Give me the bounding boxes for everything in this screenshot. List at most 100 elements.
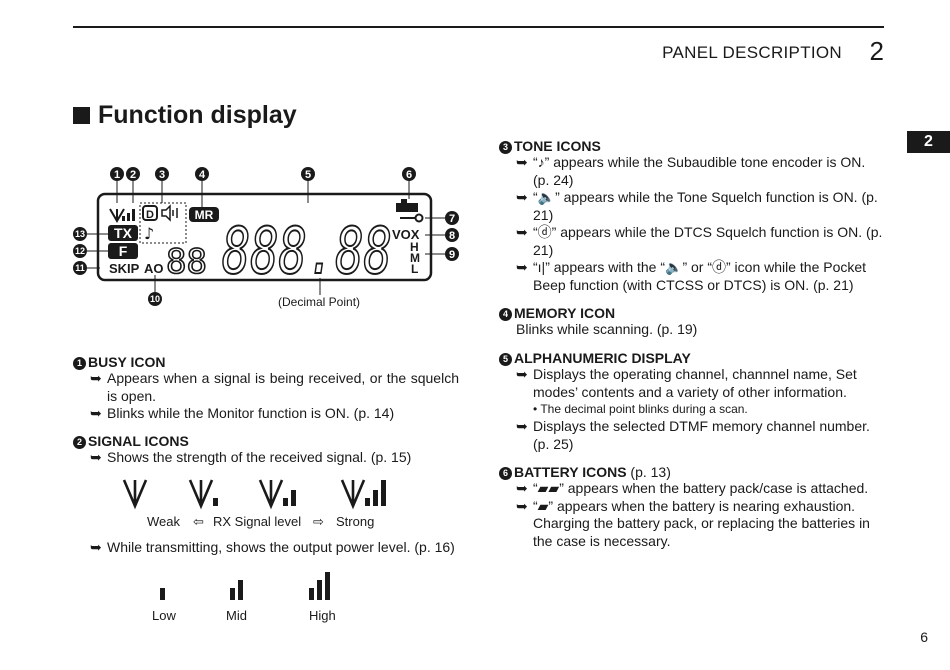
callout-6: 6 bbox=[402, 167, 416, 181]
small-digits: 88 bbox=[166, 242, 207, 282]
section-title: Function display bbox=[73, 101, 297, 130]
section-title-text: Function display bbox=[98, 101, 297, 129]
function-icon bbox=[108, 243, 138, 259]
svg-text:11: 11 bbox=[75, 263, 85, 273]
signal-bullet-1: ➥Shows the strength of the received sign… bbox=[90, 449, 412, 465]
svg-text:12: 12 bbox=[75, 246, 85, 256]
svg-text:8: 8 bbox=[449, 230, 455, 242]
battery-icon bbox=[396, 203, 418, 212]
antenna-icon-weak bbox=[122, 479, 148, 510]
svg-text:1: 1 bbox=[114, 169, 120, 181]
antenna-icon-mid bbox=[258, 479, 284, 510]
rx-signal-icons bbox=[122, 479, 386, 510]
decimal-point-label: (Decimal Point) bbox=[278, 295, 360, 309]
svg-text:13: 13 bbox=[75, 229, 85, 239]
skip-label: SKIP bbox=[109, 261, 140, 276]
battery-bullet-2: ➥“▰” appears when the battery is nearing… bbox=[516, 497, 870, 549]
chapter-tab: 2 bbox=[907, 131, 950, 153]
power-low-label: L bbox=[411, 262, 418, 276]
power-mid-bars bbox=[238, 580, 243, 600]
rx-right-arrow: ⇨ bbox=[313, 514, 324, 529]
ao-label: AO bbox=[144, 261, 164, 276]
power-low-bar bbox=[160, 588, 165, 600]
tone-icons-area bbox=[139, 202, 187, 244]
svg-text:9: 9 bbox=[449, 249, 455, 261]
large-digits: 888.88 bbox=[222, 215, 392, 289]
memory-icon bbox=[189, 207, 219, 222]
page-number: 6 bbox=[920, 629, 928, 645]
power-mid-label: M bbox=[410, 251, 420, 265]
signal-bar-1 bbox=[122, 216, 125, 221]
callout-8: 8 bbox=[445, 228, 459, 242]
svg-text:10: 10 bbox=[150, 294, 160, 304]
function-display-diagram: 1 2 3 4 5 6 7 8 9 10 11 12 13 TX F bbox=[73, 167, 459, 309]
svg-text:F: F bbox=[119, 243, 128, 259]
svg-text:TX: TX bbox=[114, 225, 133, 241]
vox-label: VOX bbox=[392, 227, 420, 242]
svg-text:5: 5 bbox=[305, 169, 311, 181]
tx-power-icons bbox=[160, 572, 330, 600]
tx-power-bullet: ➥While transmitting, shows the output po… bbox=[90, 539, 455, 555]
power-high-label: H bbox=[410, 240, 419, 254]
callout-10: 10 bbox=[148, 292, 162, 306]
callout-13: 13 bbox=[73, 227, 87, 241]
busy-bullet-1: ➥Appears when a signal is being received… bbox=[90, 370, 459, 404]
svg-text:MR: MR bbox=[195, 208, 214, 222]
antenna-icon-strong bbox=[340, 479, 366, 510]
callout-4: 4 bbox=[195, 167, 209, 181]
power-mid-label-text: Mid bbox=[226, 608, 247, 623]
rx-strong-label: Strong bbox=[336, 514, 375, 529]
alnum-bullet-1: ➥Displays the operating channel, channne… bbox=[516, 366, 857, 400]
tx-icon bbox=[108, 225, 138, 241]
power-high-label-text: High bbox=[309, 608, 336, 623]
svg-text:6: 6 bbox=[406, 169, 412, 181]
callout-1: 1 bbox=[110, 167, 124, 181]
power-low-label-text: Low bbox=[152, 608, 176, 623]
header-rule bbox=[73, 26, 884, 28]
power-high-bars bbox=[325, 572, 330, 600]
key-lock-icon bbox=[414, 213, 424, 223]
signal-bar-2 bbox=[127, 213, 130, 221]
alnum-bullet-2: ➥Displays the selected DTMF memory chann… bbox=[516, 418, 870, 452]
tone-bullet-2: ➥“🔈” appears while the Tone Squelch func… bbox=[516, 189, 878, 223]
svg-text:7: 7 bbox=[449, 213, 455, 225]
callout-5: 5 bbox=[301, 167, 315, 181]
svg-text:4: 4 bbox=[199, 169, 206, 181]
antenna-icon-low bbox=[188, 479, 214, 510]
callout-3: 3 bbox=[155, 167, 169, 181]
memory-text: Blinks while scanning. (p. 19) bbox=[516, 321, 698, 337]
callout-7: 7 bbox=[445, 211, 459, 225]
square-bullet-icon bbox=[73, 107, 90, 124]
header-title: PANEL DESCRIPTION bbox=[662, 43, 842, 62]
tone-bullet-4: ➥“ı|” appears with the “🔈” or “ⓓ” icon w… bbox=[516, 259, 867, 293]
svg-text:2: 2 bbox=[130, 169, 136, 181]
battery-bullet-1: ➥“▰▰” appears when the battery pack/case… bbox=[516, 480, 869, 496]
header-chapter-number: 2 bbox=[869, 36, 884, 66]
speaker-icon bbox=[161, 204, 171, 222]
tone-bullet-1: ➥“♪” appears while the Subaudible tone e… bbox=[516, 154, 866, 188]
rx-left-arrow: ⇦ bbox=[193, 514, 204, 529]
busy-bullet-2: ➥Blinks while the Monitor function is ON… bbox=[90, 405, 395, 421]
lcd-frame bbox=[96, 192, 433, 282]
tone-bullet-3: ➥“ⓓ” appears while the DTCS Squelch func… bbox=[516, 224, 883, 258]
callout-9: 9 bbox=[445, 247, 459, 261]
tone-note-icon: ♪ bbox=[144, 224, 154, 243]
svg-text:3: 3 bbox=[159, 169, 165, 181]
rx-weak-label: Weak bbox=[147, 514, 180, 529]
callout-2: 2 bbox=[126, 167, 140, 181]
pocket-beep-icon bbox=[172, 208, 178, 218]
rx-level-label: RX Signal level bbox=[213, 514, 302, 529]
svg-text:D: D bbox=[146, 209, 154, 221]
